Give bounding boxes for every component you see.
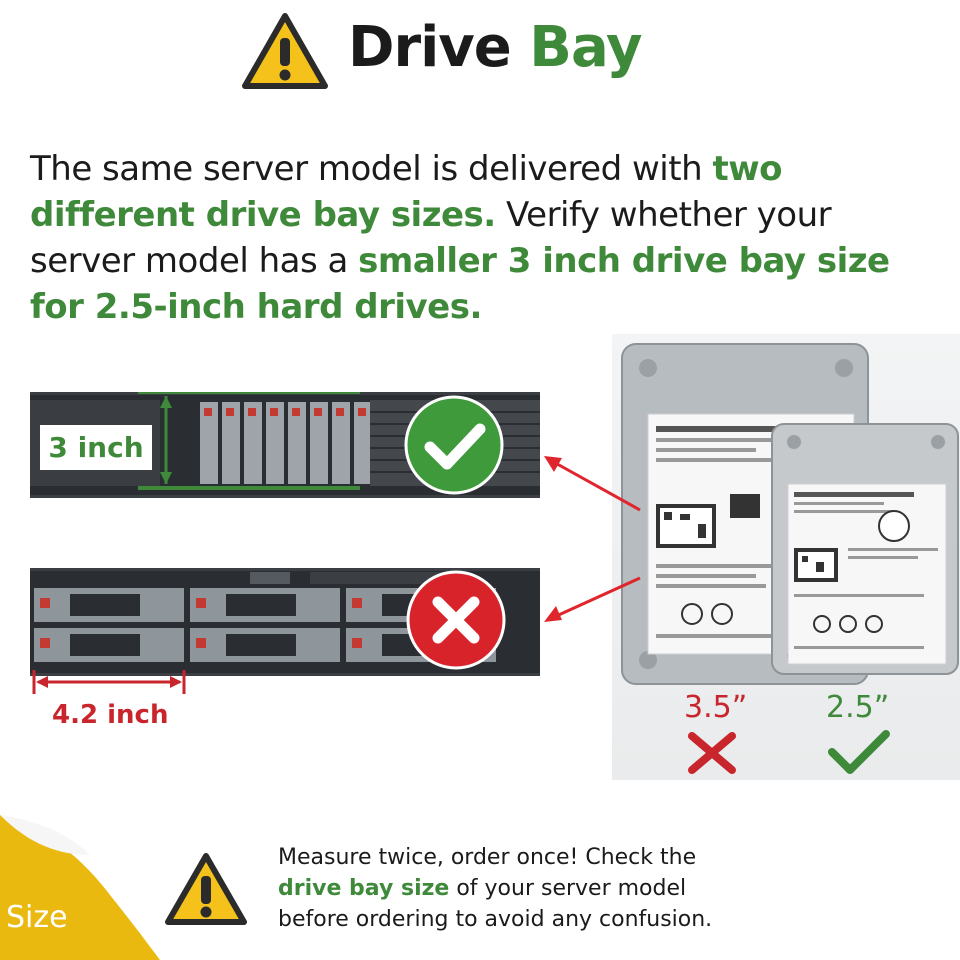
footer-highlight: drive bay size xyxy=(278,876,450,901)
page-title: Drive Bay xyxy=(348,15,643,80)
check-mark-icon xyxy=(828,730,890,774)
intro-text-2: Verify whether your server model has a xyxy=(30,195,832,281)
intro-text-1: The same server model is delivered with xyxy=(30,149,713,189)
footer-text-1: Measure twice, order once! Check the xyxy=(278,845,697,870)
arrows xyxy=(544,456,641,622)
large-bay-measure xyxy=(32,670,186,694)
size-corner-label: Size xyxy=(6,900,68,935)
title-word-bay: Bay xyxy=(529,15,642,80)
warning-triangle-icon xyxy=(242,13,328,89)
footer-note: Measure twice, order once! Check the dri… xyxy=(278,842,758,935)
drive-3-5-label: 3.5” xyxy=(684,690,748,725)
large-bay-size-label: 4.2 inch xyxy=(52,700,169,730)
footer-text-2: of your server model before ordering to … xyxy=(278,876,713,932)
size-corner-tab xyxy=(0,815,160,960)
check-circle-icon xyxy=(404,395,504,495)
drive-2-5-label: 2.5” xyxy=(826,690,890,725)
intro-highlight-1: two different drive bay sizes. xyxy=(30,149,782,235)
x-mark-icon xyxy=(688,732,736,774)
x-circle-icon xyxy=(406,570,506,670)
drive-2-5-inch xyxy=(771,423,959,675)
small-bay-size-label: 3 inch xyxy=(40,425,152,470)
intro-paragraph: The same server model is delivered with … xyxy=(30,146,945,330)
intro-highlight-2: smaller 3 inch drive bay size for 2.5-in… xyxy=(30,241,890,327)
warning-triangle-icon xyxy=(165,853,247,925)
hard-drives-illustration xyxy=(621,343,959,685)
title-word-drive: Drive xyxy=(348,15,512,80)
